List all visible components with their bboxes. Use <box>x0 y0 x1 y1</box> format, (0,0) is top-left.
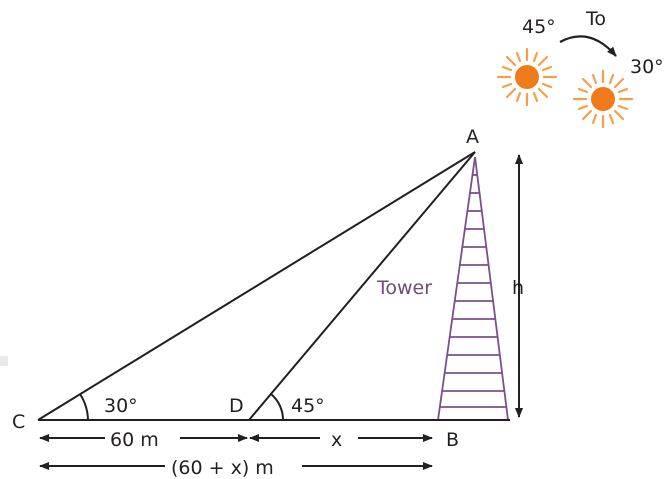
point-c-label: C <box>12 411 25 433</box>
page-edge-mark <box>0 356 8 366</box>
point-d-label: D <box>229 395 244 417</box>
angle-d-label: 45° <box>291 395 325 417</box>
point-b-label: B <box>446 429 459 451</box>
height-label: h <box>512 277 524 299</box>
sun-icon-30 <box>572 69 634 129</box>
angle-arc-c <box>79 393 89 421</box>
sun-angle-to: 30° <box>630 56 664 78</box>
line-ca <box>37 151 476 421</box>
tower-label: Tower <box>376 277 432 299</box>
dimension-cd-label: 60 m <box>110 429 159 451</box>
angle-c-label: 30° <box>104 395 138 417</box>
point-a-label: A <box>466 126 479 148</box>
transition-arrow-icon <box>559 35 617 57</box>
sun-angle-from: 45° <box>522 16 556 38</box>
angle-arc-d <box>270 393 285 421</box>
sun-icon-45 <box>496 47 558 107</box>
line-da <box>248 151 476 421</box>
dimension-cb-label: (60 + x) m <box>171 457 274 479</box>
sun-transition-word: To <box>585 8 606 30</box>
tower-graphic <box>437 156 509 421</box>
dimension-db-label: x <box>331 429 342 451</box>
